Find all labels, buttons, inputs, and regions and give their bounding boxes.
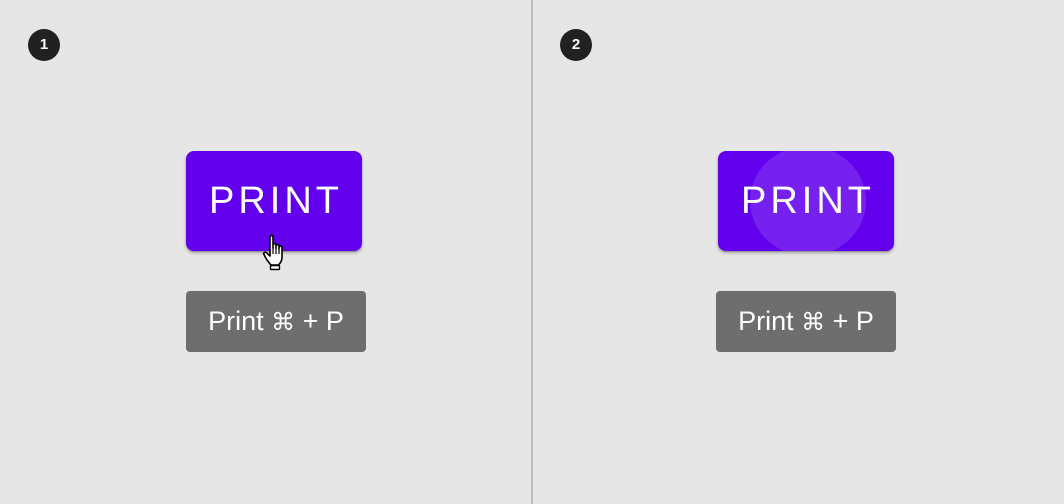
step-badge-2: 2: [560, 29, 592, 61]
panel-step-2: 2 PRINT Print ⌘ + P: [532, 0, 1064, 504]
print-tooltip: Print ⌘ + P: [716, 291, 896, 352]
print-button-pressed[interactable]: PRINT: [718, 151, 894, 251]
panel-step-1: 1 PRINT Print ⌘ + P: [28, 29, 366, 352]
tooltip-text: Print: [208, 306, 272, 336]
hand-pointer-icon: [262, 234, 283, 271]
command-key-icon: ⌘: [801, 308, 826, 336]
panel-divider: [531, 0, 533, 504]
tooltip-shortcut-text: + P: [825, 306, 874, 336]
print-button-label: PRINT: [209, 180, 343, 222]
step-badge-1: 1: [28, 29, 60, 61]
print-tooltip: Print ⌘ + P: [186, 291, 366, 352]
print-button[interactable]: PRINT: [186, 151, 362, 251]
ripple-effect: [750, 151, 866, 251]
print-button-label: PRINT: [741, 180, 875, 222]
command-key-icon: ⌘: [271, 308, 296, 336]
tooltip-text: Print: [738, 306, 802, 336]
tooltip-shortcut-text: + P: [295, 306, 344, 336]
